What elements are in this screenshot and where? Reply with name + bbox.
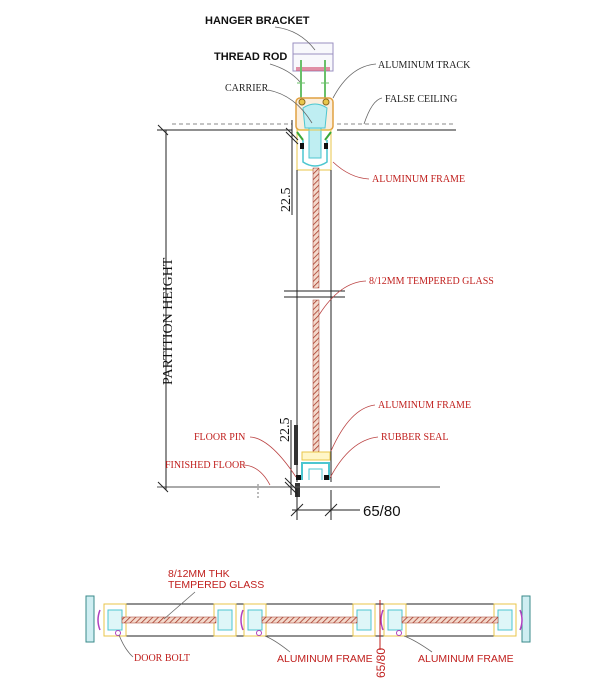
offset-dimension-bottom: 22.5 [278, 418, 298, 495]
plan-aluminum-frame-right-label: ALUMINUM FRAME [418, 653, 514, 665]
frame-width-label: 65/80 [363, 503, 401, 520]
tempered-glass-label: 8/12MM TEMPERED GLASS [369, 276, 494, 287]
frame-width-dimension: 65/80 [290, 490, 401, 520]
partition-height-dimension: PARTITION HEIGHT [161, 130, 176, 490]
floor-pin-label: FLOOR PIN [194, 432, 245, 443]
plan-glass-label-line2: TEMPERED GLASS [168, 579, 264, 591]
plan-frame-width-dimension: 65/80 [374, 648, 388, 678]
thread-rods [297, 60, 329, 98]
aluminum-frame-bottom-label: ALUMINUM FRAME [378, 400, 471, 411]
thread-rod-label: THREAD ROD [214, 51, 287, 63]
false-ceiling [157, 123, 456, 136]
finished-floor-line [157, 481, 440, 500]
carrier [302, 103, 328, 167]
offset-dimension-top: 22.5 [279, 120, 299, 215]
plan-glass-label-line1: 8/12MM THK [168, 568, 230, 580]
finished-floor-label: FINISHED FLOOR [165, 460, 246, 471]
partition-height-label: PARTITION HEIGHT [161, 257, 176, 385]
top-offset-dimension: 22.5 [279, 188, 294, 213]
glass-panel-elevation [284, 167, 345, 482]
plan-aluminum-frame-left-label: ALUMINUM FRAME [277, 653, 373, 665]
bottom-frame [294, 425, 331, 497]
bottom-offset-dimension: 22.5 [278, 418, 293, 443]
hanger-bracket-label: HANGER BRACKET [205, 15, 310, 27]
door-bolt-label: DOOR BOLT [134, 653, 190, 664]
rubber-seal-label: RUBBER SEAL [381, 432, 449, 443]
aluminum-frame-top-label: ALUMINUM FRAME [372, 174, 465, 185]
aluminum-track-label: ALUMINUM TRACK [378, 60, 471, 71]
false-ceiling-label: FALSE CEILING [385, 94, 457, 105]
carrier-label: CARRIER [225, 83, 269, 94]
plan-section [85, 595, 531, 650]
